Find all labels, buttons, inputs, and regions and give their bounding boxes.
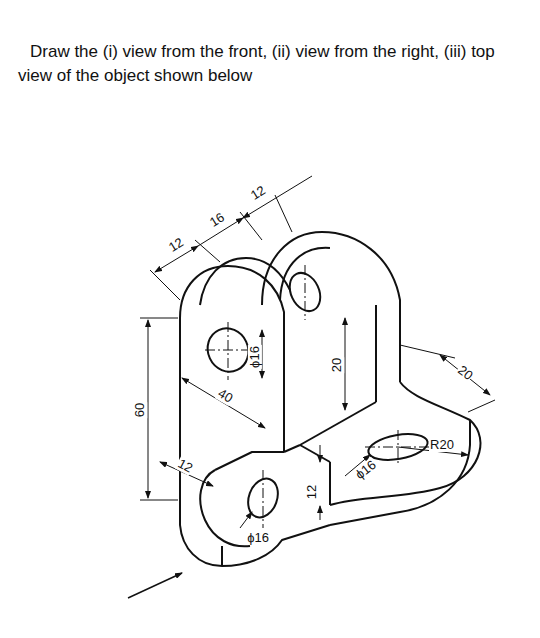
dimension-label: 16 — [206, 210, 227, 231]
dimension-label: 12 — [165, 235, 186, 256]
dimension-label: 20 — [330, 357, 344, 373]
dimension-label: R20 — [429, 438, 455, 452]
dimension-label: 40 — [214, 386, 235, 406]
dimension-label: 12 — [247, 183, 268, 204]
dimension-label: 12 — [174, 456, 195, 476]
dimension-label: ϕ16 — [352, 457, 379, 483]
question-title: Draw the (i) view from the front, (ii) v… — [18, 40, 518, 88]
dimension-label: ϕ16 — [248, 345, 262, 369]
dimension-label: ϕ16 — [246, 531, 270, 545]
dimension-label: 60 — [133, 402, 147, 418]
dimension-label: 12 — [305, 484, 319, 500]
